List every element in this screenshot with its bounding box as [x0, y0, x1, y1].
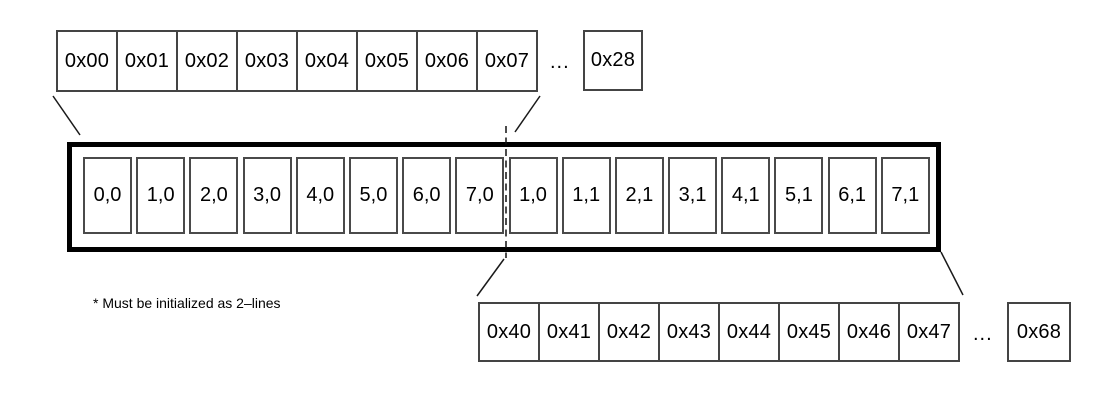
word-cell: 1,0 — [136, 157, 186, 234]
word-cell: 5,1 — [774, 157, 824, 234]
address-cell-0x68: 0x68 — [1007, 302, 1071, 362]
word-cell: 2,1 — [614, 157, 664, 234]
connector-top-right-line — [514, 95, 541, 133]
ellipsis-top: ... — [550, 51, 570, 73]
word-cell: 5,0 — [348, 157, 398, 234]
word-cell: 7,0 — [455, 157, 505, 234]
address-cell: 0x42 — [598, 302, 660, 362]
address-cell: 0x02 — [176, 30, 238, 92]
address-cell: 0x47 — [898, 302, 960, 362]
word-cell: 4,0 — [295, 157, 345, 234]
address-cell: 0x41 — [538, 302, 600, 362]
address-cell: 0x00 — [56, 30, 118, 92]
address-cell: 0x07 — [476, 30, 538, 92]
address-cell: 0x01 — [116, 30, 178, 92]
address-cell: 0x03 — [236, 30, 298, 92]
word-cell: 4,1 — [721, 157, 771, 234]
connector-bottom-left-line — [476, 258, 505, 297]
address-cell: 0x43 — [658, 302, 720, 362]
word-cell: 3,1 — [668, 157, 718, 234]
word-cell: 1,1 — [561, 157, 611, 234]
address-cell: 0x40 — [478, 302, 540, 362]
ellipsis-bottom: ... — [973, 323, 993, 345]
address-cell: 0x44 — [718, 302, 780, 362]
word-cell: 1,0 — [508, 157, 558, 234]
address-cell: 0x04 — [296, 30, 358, 92]
connector-top-left-line — [52, 95, 81, 136]
connector-bottom-right-line — [940, 251, 964, 296]
word-cell: 6,1 — [827, 157, 877, 234]
address-cell: 0x06 — [416, 30, 478, 92]
address-row-bottom: 0x40 0x41 0x42 0x43 0x44 0x45 0x46 0x47 — [478, 302, 960, 362]
word-cell: 6,0 — [402, 157, 452, 234]
address-cell: 0x46 — [838, 302, 900, 362]
word-cell: 3,0 — [242, 157, 292, 234]
cache-line-container: 0,0 1,0 2,0 3,0 4,0 5,0 6,0 7,0 1,0 1,1 … — [67, 142, 941, 252]
address-cell-0x28: 0x28 — [583, 30, 643, 91]
word-cell: 2,0 — [189, 157, 239, 234]
address-cell: 0x45 — [778, 302, 840, 362]
word-cell: 0,0 — [83, 157, 132, 234]
init-note: * Must be initialized as 2–lines — [93, 295, 281, 311]
address-cell: 0x05 — [356, 30, 418, 92]
word-cell: 7,1 — [880, 157, 930, 234]
address-row-top: 0x00 0x01 0x02 0x03 0x04 0x05 0x06 0x07 — [56, 30, 538, 92]
